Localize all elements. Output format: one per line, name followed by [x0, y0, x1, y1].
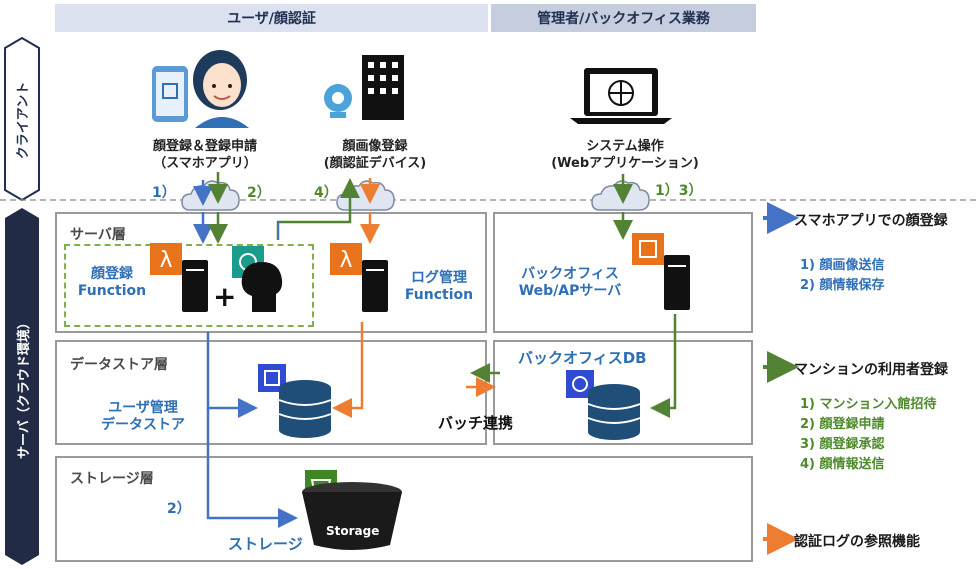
step-label-blue-1: 1）: [152, 185, 176, 201]
device-label-line1: 顔画像登録: [342, 139, 408, 154]
smartphone-icon: [152, 66, 188, 122]
face-function-label: 顔登録 Function: [72, 266, 152, 300]
lambda-icon: λ: [150, 243, 182, 275]
user-icon: [193, 50, 249, 128]
legend-green-item: 2) 顔登録申請: [800, 417, 885, 432]
system-client-label: システム操作 (Webアプリケーション): [540, 138, 710, 172]
step-label-green-1-3: 1）3）: [655, 183, 703, 199]
backoffice-db-label: バックオフィスDB: [518, 349, 647, 367]
backoffice-server-line2: Web/APサーバ: [518, 283, 622, 299]
legend-green-items: 1) マンション入館招待 2) 顔登録申請 3) 顔登録承認 4) 顔情報送信: [800, 395, 937, 475]
legend-green-item: 1) マンション入館招待: [800, 397, 937, 412]
log-function-line1: ログ管理: [411, 270, 467, 286]
step-label-green-4: 4）: [314, 185, 338, 201]
user-datastore-label: ユーザ管理 データストア: [88, 400, 198, 434]
building-icon: [362, 55, 404, 120]
storage-bucket-text: Storage: [326, 524, 380, 538]
user-datastore-line1: ユーザ管理: [108, 400, 178, 416]
svg-text:λ: λ: [339, 248, 352, 273]
user-datastore-line2: データストア: [101, 417, 185, 433]
smartphone-label-line1: 顔登録＆登録申請: [152, 139, 257, 154]
database-icon: [588, 384, 640, 440]
system-label-line2: (Webアプリケーション): [551, 156, 699, 171]
legend-blue-items: 1) 顔画像送信 2) 顔情報保存: [800, 256, 885, 296]
legend-blue-item: 2) 顔情報保存: [800, 278, 885, 293]
webcam-icon: [324, 84, 352, 118]
legend-green-item: 3) 顔登録承認: [800, 437, 885, 452]
backoffice-server-label: バックオフィス Web/APサーバ: [505, 266, 635, 300]
storage-layer: [55, 456, 753, 562]
batch-label: バッチ連携: [438, 414, 514, 432]
device-client-label: 顔画像登録 (顔認証デバイス): [305, 138, 445, 172]
legend-green-title: マンションの利用者登録: [794, 362, 948, 378]
smartphone-label-line2: （スマホアプリ）: [153, 156, 257, 171]
ec2-icon: [632, 233, 664, 265]
client-side-badge: [4, 36, 40, 202]
face-function-line2: Function: [77, 283, 147, 299]
legend-green-item: 4) 顔情報送信: [800, 457, 885, 472]
storage-bucket-icon: [302, 482, 402, 550]
face-function-line1: 顔登録: [91, 266, 133, 282]
svg-text:λ: λ: [159, 248, 172, 273]
server-layer-title: サーバ層: [70, 227, 126, 243]
lambda-icon: λ: [330, 243, 362, 275]
device-label-line2: (顔認証デバイス): [323, 156, 427, 171]
legend-blue-title: スマホアプリでの顔登録: [794, 213, 948, 229]
dynamodb-icon: [258, 364, 286, 392]
face-function-group: [64, 244, 314, 327]
storage-label: ストレージ: [228, 535, 303, 553]
laptop-icon: [570, 68, 672, 124]
datastore-layer-title: データストア層: [70, 357, 168, 373]
step-label-green-2: 2）: [247, 185, 271, 201]
smartphone-client-label: 顔登録＆登録申請 （スマホアプリ）: [130, 138, 280, 172]
plus-sign: +: [213, 280, 237, 313]
log-function-line2: Function: [404, 287, 474, 303]
storage-layer-title: ストレージ層: [70, 471, 154, 487]
user-section-header: ユーザ/顔認証: [55, 4, 490, 32]
server-icon: [182, 255, 690, 312]
admin-section-header: 管理者/バックオフィス業務: [491, 4, 756, 32]
server-side-badge: [5, 208, 39, 565]
head-icon: [241, 262, 283, 312]
system-label-line1: システム操作: [586, 139, 664, 154]
legend-orange-title: 認証ログの参照機能: [794, 534, 920, 550]
legend-blue-item: 1) 顔画像送信: [800, 258, 885, 273]
log-function-label: ログ管理 Function: [396, 270, 482, 304]
backoffice-server-line1: バックオフィス: [521, 266, 619, 282]
step-label-blue-storage: 2）: [167, 501, 191, 517]
database-icon: [279, 380, 331, 438]
datastore-layer-user: [55, 340, 487, 445]
